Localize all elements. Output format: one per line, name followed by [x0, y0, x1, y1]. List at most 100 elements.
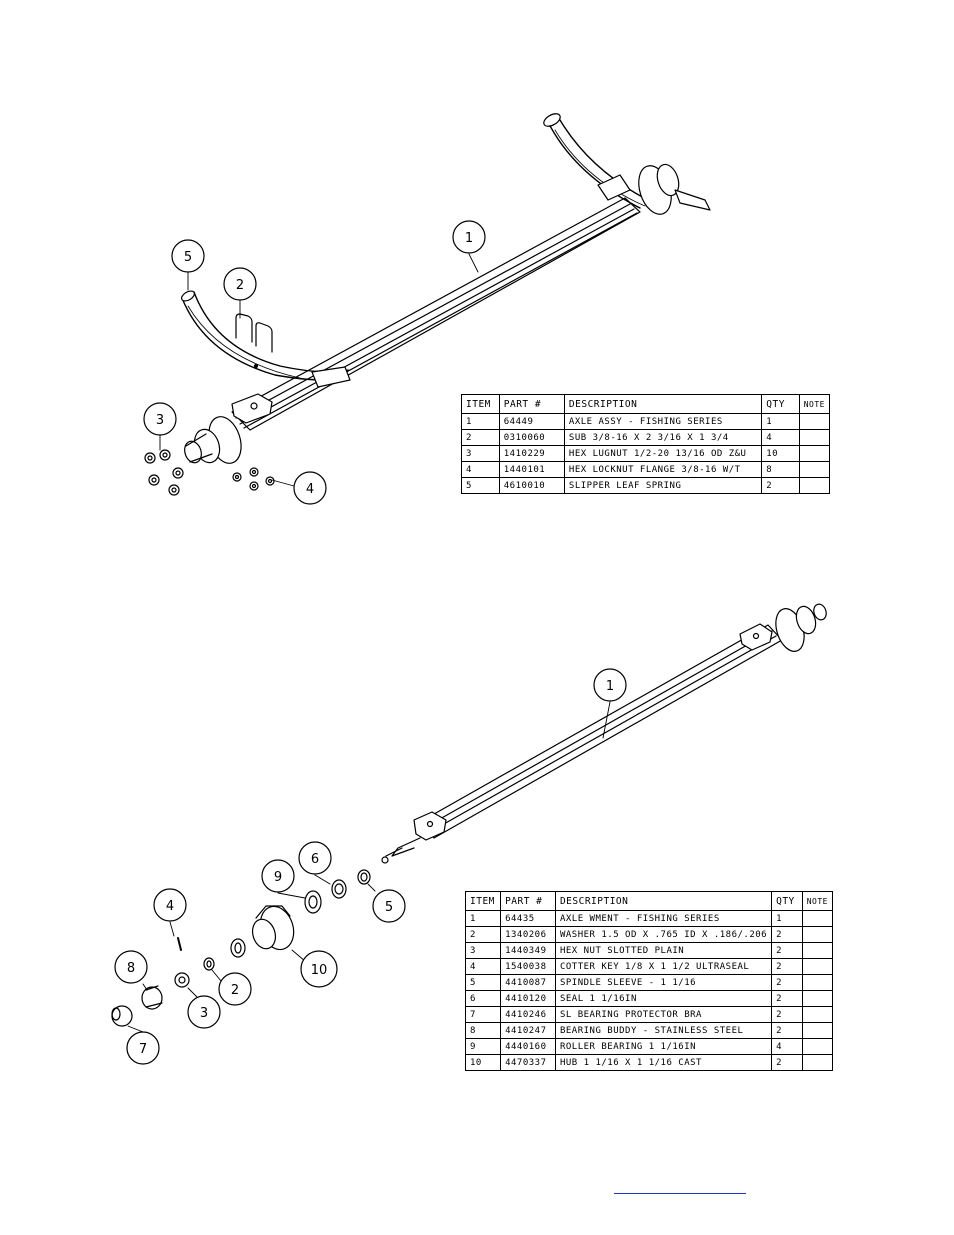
bottom-balloon-2: 2 — [218, 972, 252, 1006]
cell-item: 8 — [464, 1022, 502, 1039]
cell-description: HEX NUT SLOTTED PLAIN — [554, 942, 773, 959]
bottom-balloon-5-label: 5 — [385, 900, 393, 915]
table-row: 5 4610010 SLIPPER LEAF SPRING 2 — [461, 477, 831, 494]
cell-qty: 2 — [771, 1022, 803, 1039]
top-balloon-2-label: 2 — [236, 278, 244, 293]
cell-note — [801, 1022, 834, 1039]
table-row: 10 4470337 HUB 1 1/16 X 1 1/16 CAST 2 — [464, 1054, 834, 1071]
cell-item: 5 — [461, 477, 500, 494]
hyperlink-underline[interactable] — [614, 1193, 746, 1194]
top-left-hub — [184, 393, 273, 464]
cell-item: 9 — [464, 1038, 502, 1055]
bottom-balloon-6-label: 6 — [311, 852, 319, 867]
bottom-balloon-1: 1 — [593, 668, 627, 702]
cell-note — [801, 990, 834, 1007]
cell-part: 1440349 — [500, 942, 556, 959]
bottom-balloon-7-label: 7 — [139, 1042, 147, 1057]
bottom-inner-bearing — [230, 938, 246, 958]
cell-note — [798, 445, 831, 462]
cell-description: SUB 3/8-16 X 2 3/16 X 1 3/4 — [563, 429, 763, 446]
cell-description: BEARING BUDDY - STAINLESS STEEL — [554, 1022, 773, 1039]
bottom-balloon-10-label: 10 — [311, 963, 328, 978]
bottom-balloon-6: 6 — [298, 841, 332, 875]
col-description-header: DESCRIPTION — [563, 394, 763, 414]
bottom-balloon-8: 8 — [114, 950, 148, 984]
top-leader-lines — [159, 253, 479, 487]
cell-part: 4410120 — [500, 990, 556, 1007]
cell-qty: 4 — [771, 1038, 803, 1055]
cell-note — [801, 910, 834, 927]
top-balloon-2: 2 — [223, 267, 257, 301]
cell-part: 64435 — [500, 910, 556, 927]
cell-description: WASHER 1.5 OD X .765 ID X .186/.206 — [554, 926, 773, 943]
cell-note — [798, 461, 831, 478]
bottom-bearing-protector — [111, 1005, 133, 1027]
cell-note — [798, 429, 831, 446]
bottom-balloon-1-label: 1 — [606, 679, 614, 694]
cell-item: 7 — [464, 1006, 502, 1023]
col-qty-header: QTY — [761, 394, 800, 414]
bottom-bill-of-materials: ITEM PART # DESCRIPTION QTY NOTE 1 64435… — [464, 891, 834, 1071]
cell-part: 1340206 — [500, 926, 556, 943]
cell-note — [801, 974, 834, 991]
cell-item: 2 — [464, 926, 502, 943]
top-balloon-1: 1 — [452, 220, 486, 254]
top-balloon-4-label: 4 — [306, 482, 314, 497]
cell-part: 64449 — [498, 413, 565, 430]
bottom-balloon-5: 5 — [372, 889, 406, 923]
bottom-balloon-10: 10 — [300, 950, 338, 988]
table-row: 3 1410229 HEX LUGNUT 1/2-20 13/16 OD Z&U… — [461, 445, 831, 462]
cell-description: ROLLER BEARING 1 1/16IN — [554, 1038, 773, 1055]
bottom-balloon-9: 9 — [261, 859, 295, 893]
cell-qty: 2 — [771, 958, 803, 975]
table-row: 9 4440160 ROLLER BEARING 1 1/16IN 4 — [464, 1038, 834, 1055]
cell-qty: 10 — [761, 445, 800, 462]
cell-qty: 2 — [771, 926, 803, 943]
bottom-axle-tube — [419, 624, 783, 839]
top-balloon-5: 5 — [171, 239, 205, 273]
cell-qty: 2 — [771, 1006, 803, 1023]
top-u-bolts — [235, 313, 273, 353]
table-header-row: ITEM PART # DESCRIPTION QTY NOTE — [461, 394, 831, 414]
col-qty-header: QTY — [771, 891, 803, 911]
cell-qty: 2 — [771, 990, 803, 1007]
cell-description: SLIPPER LEAF SPRING — [563, 477, 763, 494]
bottom-balloon-2-label: 2 — [231, 983, 239, 998]
table-row: 3 1440349 HEX NUT SLOTTED PLAIN 2 — [464, 942, 834, 959]
cell-note — [798, 413, 831, 430]
cell-part: 1440101 — [498, 461, 565, 478]
table-row: 8 4410247 BEARING BUDDY - STAINLESS STEE… — [464, 1022, 834, 1039]
top-right-hub — [638, 163, 711, 215]
cell-qty: 1 — [771, 910, 803, 927]
top-balloon-4: 4 — [293, 471, 327, 505]
cell-description: COTTER KEY 1/8 X 1 1/2 ULTRASEAL — [554, 958, 773, 975]
bottom-balloon-9-label: 9 — [274, 870, 282, 885]
col-part-header: PART # — [500, 891, 556, 911]
bottom-leader-lines — [127, 701, 611, 1033]
cell-note — [798, 477, 831, 494]
top-right-leaf-spring — [543, 113, 649, 209]
bottom-balloon-3-label: 3 — [200, 1006, 208, 1021]
bottom-cotter-key — [177, 937, 182, 951]
table-header-row: ITEM PART # DESCRIPTION QTY NOTE — [464, 891, 834, 911]
cell-item: 1 — [461, 413, 500, 430]
cell-qty: 2 — [771, 942, 803, 959]
top-balloon-5-label: 5 — [184, 250, 192, 265]
table-row: 7 4410246 SL BEARING PROTECTOR BRA 2 — [464, 1006, 834, 1023]
cell-description: HEX LUGNUT 1/2-20 13/16 OD Z&U — [563, 445, 763, 462]
cell-note — [801, 1006, 834, 1023]
col-description-header: DESCRIPTION — [554, 891, 773, 911]
top-balloon-1-label: 1 — [465, 231, 473, 246]
table-row: 1 64449 AXLE ASSY - FISHING SERIES 1 — [461, 413, 831, 430]
cell-description: HEX LOCKNUT FLANGE 3/8-16 W/T — [563, 461, 763, 478]
col-item-header: ITEM — [461, 394, 500, 414]
cell-qty: 2 — [771, 1054, 803, 1071]
cell-item: 5 — [464, 974, 502, 991]
top-lug-nuts — [144, 449, 184, 496]
col-note-header: NOTE — [801, 891, 834, 911]
table-row: 4 1540038 COTTER KEY 1/8 X 1 1/2 ULTRASE… — [464, 958, 834, 975]
top-balloon-3: 3 — [143, 402, 177, 436]
cell-qty: 4 — [761, 429, 800, 446]
cell-part: 4470337 — [500, 1054, 556, 1071]
